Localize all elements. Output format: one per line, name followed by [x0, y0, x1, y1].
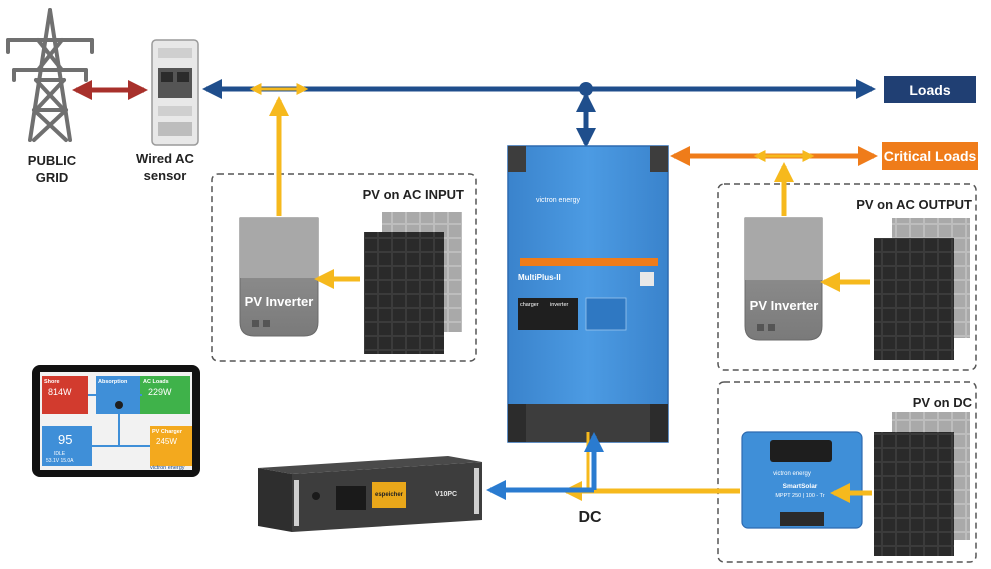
- pv-ac-output-group: [717, 183, 977, 371]
- battery-device: [258, 456, 482, 532]
- inverter-brand-text: victron energy: [536, 197, 580, 204]
- gx-shore-title: Shore: [44, 379, 60, 385]
- multiplus-inverter-device: [507, 145, 669, 443]
- critical-loads-box: [882, 142, 978, 170]
- gx-display-device: [32, 365, 200, 477]
- gx-brand-text: victron energy: [150, 465, 185, 471]
- gx-battery-detail: 53.1V 15.0A: [46, 458, 74, 464]
- pv-inverter-label-1: PV Inverter: [245, 294, 314, 309]
- battery-model-text: V10PC: [435, 491, 457, 498]
- sensor-label-2: sensor: [144, 168, 187, 183]
- gx-battery-state: IDLE: [54, 451, 66, 457]
- inverter-model-text: MultiPlus-II: [518, 273, 561, 282]
- public-grid-label-2: GRID: [36, 170, 69, 185]
- gx-ac-loads-title: AC Loads: [143, 379, 169, 385]
- pv-dc-label: PV on DC: [913, 395, 973, 410]
- pv-inverter-label-2: PV Inverter: [750, 298, 819, 313]
- sensor-label-1: Wired AC: [136, 151, 195, 166]
- pv-ac-input-label: PV on AC INPUT: [363, 187, 464, 202]
- pv-ac-input-group: [211, 173, 477, 362]
- mppt-spec-text: MPPT 250 | 100 - Tr: [775, 493, 824, 499]
- dc-label: DC: [578, 509, 602, 526]
- solar-panel-1: [364, 212, 462, 354]
- pv-ac-output-label: PV on AC OUTPUT: [856, 197, 972, 212]
- gx-absorption-title: Absorption: [98, 379, 128, 385]
- public-grid-label-1: PUBLIC: [28, 153, 77, 168]
- power-pylon-icon: [6, 8, 94, 142]
- critical-loads-label: Critical Loads: [884, 148, 977, 164]
- mppt-model-text: SmartSolar: [783, 483, 818, 490]
- ac-bus-junction: [579, 82, 593, 96]
- battery-brand-text: espeicher: [375, 492, 404, 498]
- gx-ac-loads-value: 229W: [148, 387, 172, 397]
- pv-dc-group: [717, 381, 977, 563]
- mppt-brand-text: victron energy: [773, 471, 811, 477]
- pv-inverter-device-1: [239, 217, 319, 337]
- ac-sensor-device: [151, 39, 199, 146]
- loads-label: Loads: [909, 82, 950, 98]
- inverter-inverter-text: inverter: [550, 302, 569, 308]
- gx-pv-charger-value: 245W: [156, 437, 177, 446]
- inverter-charger-text: charger: [520, 302, 539, 308]
- solar-panel-2: [874, 218, 970, 360]
- mppt-charger-device: [741, 431, 863, 529]
- solar-panel-3: [874, 412, 970, 556]
- gx-pv-charger-title: PV Charger: [152, 429, 183, 435]
- gx-battery-percent: 95: [58, 432, 72, 447]
- gx-shore-value: 814W: [48, 387, 72, 397]
- loads-box: [884, 76, 976, 103]
- pv-inverter-device-2: [744, 217, 823, 341]
